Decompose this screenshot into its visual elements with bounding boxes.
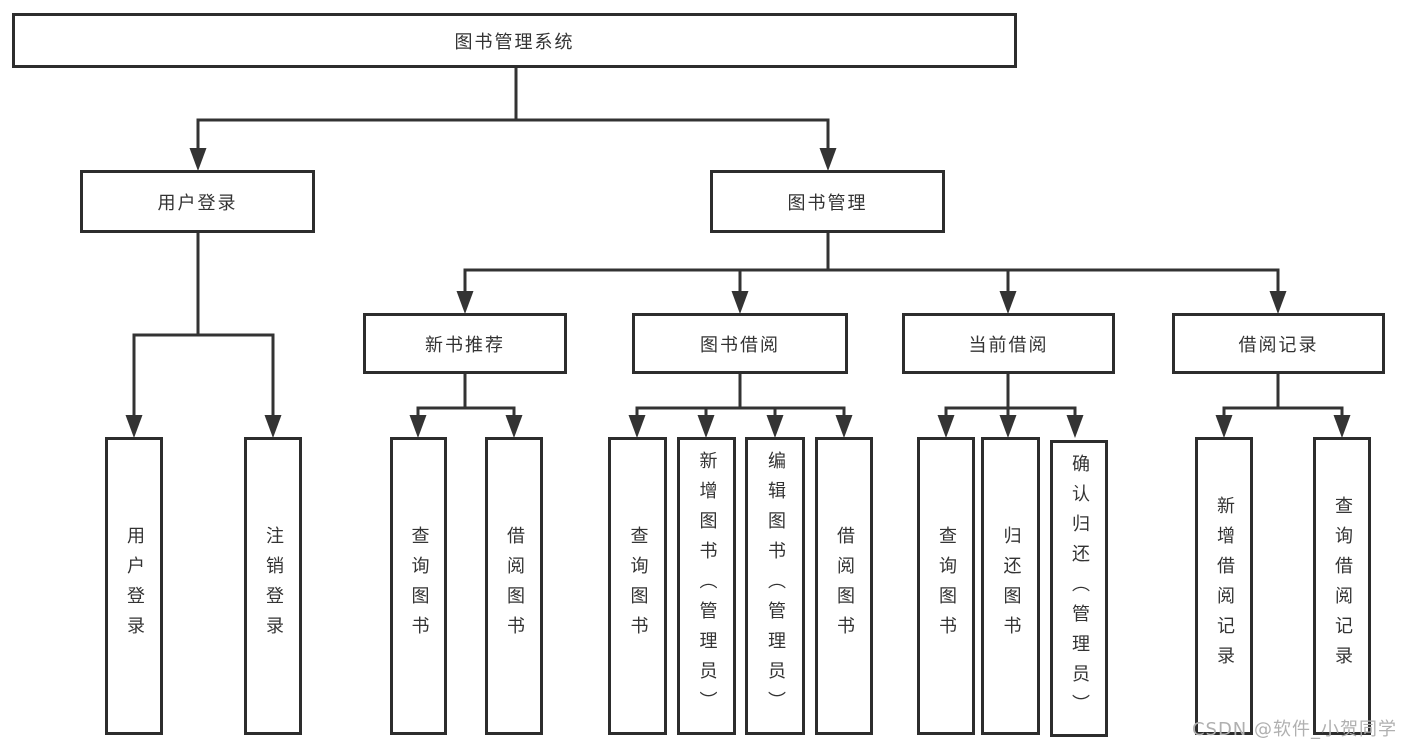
leaf-query-book-recommend: 查询图书: [390, 437, 447, 735]
leaf-query-book-current: 查询图书: [917, 437, 975, 735]
node-book-borrow: 图书借阅: [632, 313, 848, 374]
node-borrow-records: 借阅记录: [1172, 313, 1385, 374]
leaf-return-book: 归还图书: [981, 437, 1040, 735]
node-new-book-recommend: 新书推荐: [363, 313, 567, 374]
node-root: 图书管理系统: [12, 13, 1017, 68]
leaf-logout: 注销登录: [244, 437, 302, 735]
leaf-add-book-admin: 新增图书（管理员）: [677, 437, 736, 735]
leaf-add-borrow-record: 新增借阅记录: [1195, 437, 1253, 735]
leaf-user-login: 用户登录: [105, 437, 163, 735]
leaf-query-book-borrow: 查询图书: [608, 437, 667, 735]
node-user-login: 用户登录: [80, 170, 315, 233]
leaf-confirm-return-admin: 确认归还（管理员）: [1050, 440, 1108, 737]
leaf-borrow-book: 借阅图书: [815, 437, 873, 735]
leaf-edit-book-admin: 编辑图书（管理员）: [745, 437, 805, 735]
node-book-management: 图书管理: [710, 170, 945, 233]
node-current-borrow: 当前借阅: [902, 313, 1115, 374]
leaf-query-borrow-record: 查询借阅记录: [1313, 437, 1371, 735]
csdn-watermark: CSDN @软件_小贺同学: [1191, 719, 1397, 740]
leaf-borrow-book-recommend: 借阅图书: [485, 437, 543, 735]
